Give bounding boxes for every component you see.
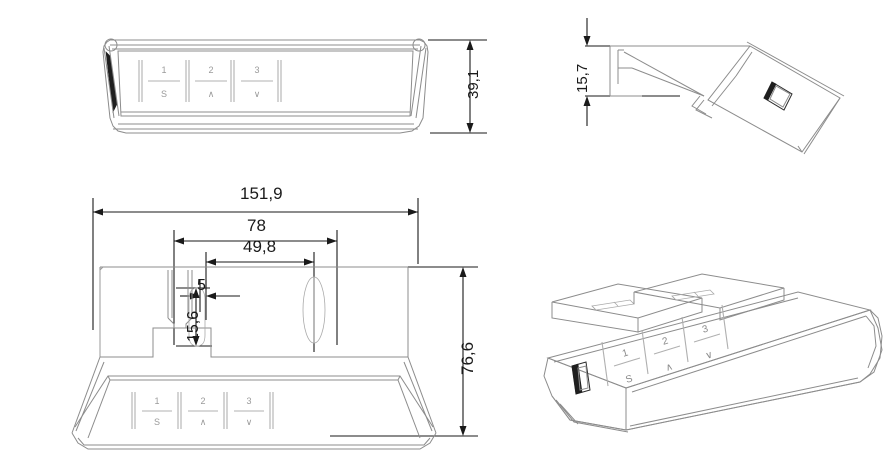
iso-button-3-symbol: ∨ — [704, 349, 714, 362]
button-3-number: 3 — [254, 65, 259, 75]
plan-button-1-symbol: S — [154, 417, 160, 427]
plan-view: 1 S 2 ∧ 3 ∨ 151,9 78 49,8 5 15,6 76,6 — [0, 180, 510, 471]
iso-button-3-number: 3 — [701, 323, 710, 335]
dim-width-5: 5 — [197, 277, 206, 294]
button-2-symbol: ∧ — [208, 89, 215, 99]
plan-button-3-number: 3 — [246, 396, 251, 406]
iso-button-1-number: 1 — [621, 347, 630, 359]
front-elevation-view: 1 S 2 ∧ 3 ∨ 39,1 — [0, 0, 500, 170]
plan-button-3-symbol: ∨ — [246, 417, 253, 427]
button-1-number: 1 — [161, 65, 166, 75]
button-1-symbol: S — [161, 89, 167, 99]
button-3-symbol: ∨ — [254, 89, 261, 99]
iso-button-1-symbol: S — [624, 373, 634, 386]
dim-height-76-6: 76,6 — [458, 341, 477, 375]
dim-width-78: 78 — [247, 216, 266, 235]
dim-height-15-6: 15,6 — [185, 310, 202, 342]
plan-button-1-number: 1 — [154, 396, 159, 406]
iso-button-2-number: 2 — [661, 335, 670, 347]
plan-button-2-symbol: ∧ — [200, 417, 207, 427]
button-2-number: 2 — [208, 65, 213, 75]
dim-depth-15-7: 15,7 — [574, 63, 591, 93]
iso-button-2-symbol: ∧ — [664, 361, 674, 374]
side-section-view: 15,7 — [540, 0, 890, 170]
dim-width-151-9: 151,9 — [240, 184, 283, 203]
dim-height-39-1: 39,1 — [465, 69, 482, 99]
isometric-view: 1 S 2 ∧ 3 ∨ — [530, 270, 890, 471]
dim-width-49-8: 49,8 — [243, 237, 277, 256]
plan-button-2-number: 2 — [200, 396, 205, 406]
